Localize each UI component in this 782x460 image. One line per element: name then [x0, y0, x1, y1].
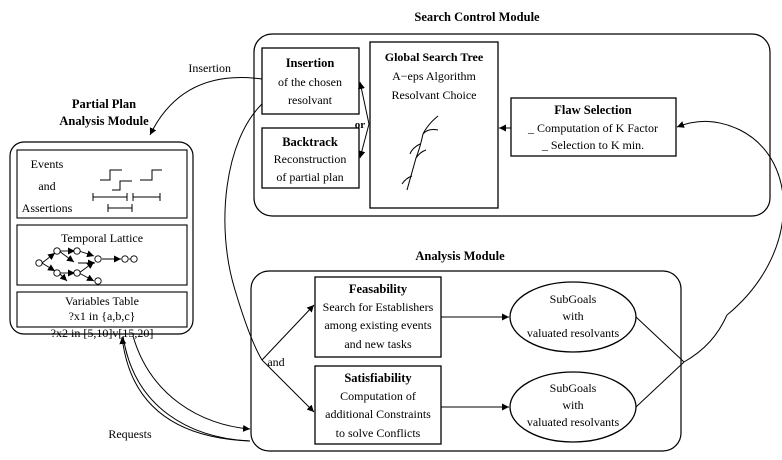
variables-line-1: Variables Table	[65, 294, 139, 308]
and-to-satisfiability-arrow	[261, 359, 315, 413]
merge-to-loop-line	[683, 314, 728, 363]
feasability-title: Feasability	[349, 282, 408, 296]
events-assertions-box: Events and Assertions	[16, 149, 188, 219]
subgoals-2-line-2: with	[562, 398, 583, 412]
satisfiability-line-1: Computation of	[340, 389, 416, 403]
backtrack-line-2: of partial plan	[276, 170, 343, 184]
global-search-tree-title: Global Search Tree	[385, 50, 484, 64]
subgoals-1-line-3: valuated resolvants	[527, 326, 620, 340]
subgoals-2-line-3: valuated resolvants	[527, 415, 620, 429]
event-step-graphics	[100, 169, 162, 191]
global-search-tree-line-1: A−eps Algorithm	[392, 69, 476, 83]
variables-line-3: ?x2 in [5,10]v[15,20]	[51, 326, 154, 340]
analysis-module-box	[250, 270, 682, 452]
satisfiability-line-3: to solve Conflicts	[336, 426, 421, 440]
flaw-selection-line-1: _ Computation of K Factor	[527, 121, 658, 135]
insertion-box: Insertion of the chosen resolvant	[261, 47, 360, 115]
satisfiability-title: Satisfiability	[344, 371, 412, 385]
requests-line-1	[132, 335, 251, 432]
subgoals-1-line-1: SubGoals	[550, 292, 597, 306]
tree-to-backtrack-arrow	[358, 123, 370, 159]
subgoals-ellipse-1: SubGoals with valuated resolvants	[509, 281, 637, 353]
temporal-lattice-graph	[35, 247, 138, 285]
feasability-line-2: among existing events	[324, 318, 432, 332]
backtrack-line-1: Reconstruction	[274, 152, 347, 166]
feasability-box: Feasability Search for Establishers amon…	[314, 276, 442, 358]
assertion-interval-graphics	[92, 193, 161, 212]
insertion-edge-label: Insertion	[188, 61, 231, 75]
partial-plan-module-box	[9, 141, 194, 335]
backtrack-to-and-curve	[224, 103, 263, 361]
events-line-3: Assertions	[22, 201, 73, 215]
insertion-arrow	[149, 77, 263, 136]
variables-line-2: ?x1 in {a,b,c}	[69, 309, 136, 323]
flaw-selection-box: Flaw Selection _ Computation of K Factor…	[510, 97, 677, 157]
variables-table-box: Variables Table ?x1 in {a,b,c} ?x2 in [5…	[16, 291, 188, 340]
flaw-selection-title: Flaw Selection	[554, 103, 631, 117]
subgoal-1-merge-line	[635, 316, 685, 363]
temporal-lattice-title: Temporal Lattice	[61, 231, 143, 245]
partial-plan-title-line-2: Analysis Module	[59, 114, 149, 128]
and-label: and	[267, 355, 284, 369]
insertion-line-1: of the chosen	[278, 75, 342, 89]
satisfiability-line-2: additional Constraints	[325, 407, 431, 421]
subgoals-1-line-2: with	[562, 309, 583, 323]
feasability-line-3: and new tasks	[344, 337, 412, 351]
backtrack-box: Backtrack Reconstruction of partial plan	[261, 127, 360, 189]
requests-return-arrow	[119, 336, 251, 442]
analysis-module-title: Analysis Module	[415, 249, 505, 263]
requests-edge-label: Requests	[108, 427, 152, 441]
search-control-module-box	[253, 33, 771, 217]
subgoal-2-merge-line	[635, 361, 685, 408]
insertion-line-2: resolvant	[288, 93, 333, 107]
and-to-feasability-arrow	[261, 304, 315, 361]
flaw-selection-line-2: _ Selection to K min.	[541, 138, 644, 152]
backtrack-title: Backtrack	[282, 135, 338, 149]
requests-line-2	[122, 335, 251, 442]
feedback-loop-arrow	[676, 120, 782, 316]
events-line-1: Events	[31, 157, 64, 171]
feasability-line-1: Search for Establishers	[323, 300, 434, 314]
satisfiability-box: Satisfiability Computation of additional…	[314, 365, 442, 445]
insertion-title: Insertion	[286, 56, 335, 70]
partial-plan-title-line-1: Partial Plan	[72, 97, 136, 111]
subgoals-2-line-1: SubGoals	[550, 381, 597, 395]
or-label: or	[355, 119, 366, 131]
subgoals-ellipse-2: SubGoals with valuated resolvants	[509, 371, 637, 443]
temporal-lattice-box: Temporal Lattice	[16, 224, 188, 286]
global-search-tree-box: Global Search Tree A−eps Algorithm Resol…	[369, 41, 499, 209]
search-control-title: Search Control Module	[414, 10, 540, 24]
events-line-2: and	[38, 179, 55, 193]
tree-to-insertion-arrow	[358, 81, 370, 125]
connectors	[119, 77, 782, 442]
search-tree-graphic	[401, 115, 439, 191]
global-search-tree-line-2: Resolvant Choice	[392, 88, 477, 102]
